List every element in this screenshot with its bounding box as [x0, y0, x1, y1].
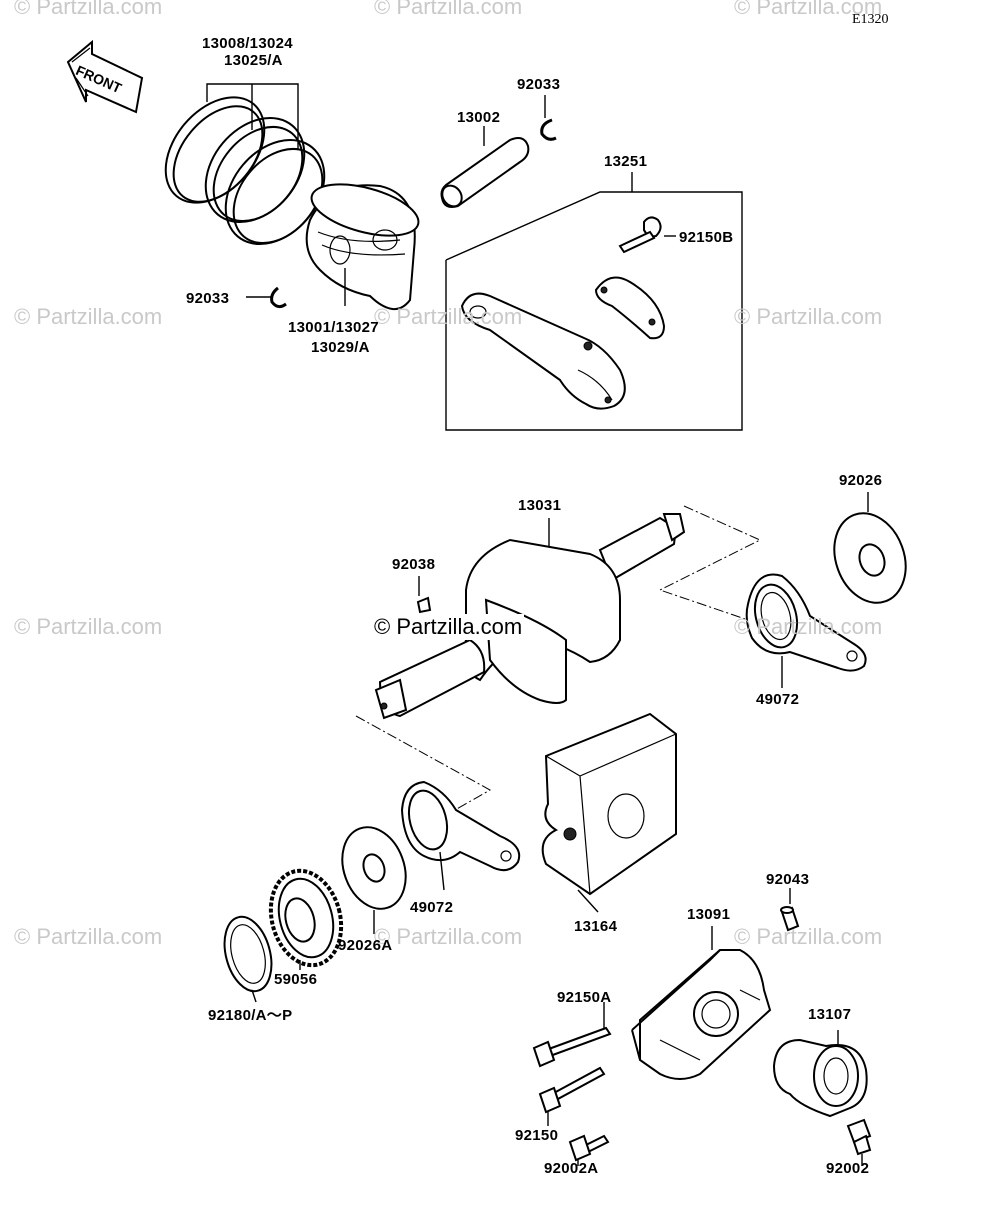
piston-rings [164, 83, 326, 245]
watermark: © Partzilla.com [734, 304, 883, 329]
dowel-pin [780, 888, 800, 932]
front-arrow-icon [66, 39, 144, 114]
part-label-dowel-pin[interactable]: 92043 [766, 871, 810, 888]
watermark: © Partzilla.com [734, 614, 883, 639]
watermark: © Partzilla.com [374, 0, 523, 19]
connecting-rod-box [445, 172, 743, 431]
part-label-snap-ring-left[interactable]: 92033 [186, 290, 230, 307]
part-label-piston-pin[interactable]: 13002 [457, 109, 501, 126]
part-label-piston[interactable]: 13001/13027 [288, 319, 379, 336]
watermark-center: © Partzilla.com [372, 614, 525, 640]
part-label-shim[interactable]: 92180/A～P [208, 1007, 293, 1024]
part-label-bearing-holder-right[interactable]: 49072 [756, 691, 800, 708]
watermark: © Partzilla.com [374, 304, 523, 329]
crankcase-block [541, 712, 677, 913]
part-label-cover[interactable]: 13091 [687, 906, 731, 923]
watermark: © Partzilla.com [14, 304, 163, 329]
watermark: © Partzilla.com [14, 614, 163, 639]
diagram-code: E1320 [852, 12, 889, 27]
part-label-bearing-holder-left[interactable]: 49072 [410, 899, 454, 916]
part-label-gear[interactable]: 59056 [274, 971, 318, 988]
part-label-rod-bolt[interactable]: 92150B [679, 229, 734, 246]
part-label-connecting-rod[interactable]: 13251 [604, 153, 648, 170]
bolt-medium [538, 1066, 606, 1126]
woodruff-key [416, 576, 432, 614]
gear [268, 868, 344, 970]
part-label-cap[interactable]: 13107 [808, 1006, 852, 1023]
part-label-bolt-medium[interactable]: 92150 [515, 1127, 559, 1144]
cap [772, 1030, 868, 1118]
watermark: © Partzilla.com [734, 924, 883, 949]
connecting-rod [460, 292, 626, 410]
shim [223, 915, 273, 1003]
bearing-holder-right [745, 573, 867, 688]
part-label-crankshaft[interactable]: 13031 [518, 497, 562, 514]
watermark: © Partzilla.com [374, 924, 523, 949]
part-label-snap-ring-top[interactable]: 92033 [517, 76, 561, 93]
washer-left [341, 826, 407, 934]
part-label-piston-rings[interactable]: 13008/13024 [202, 35, 293, 52]
snap-ring-top [540, 95, 557, 141]
washer-right [833, 492, 907, 604]
bolt-short-left [568, 1134, 610, 1166]
piston-pin [440, 126, 530, 208]
bolt-long [532, 1002, 612, 1068]
watermark: © Partzilla.com [14, 0, 163, 19]
part-label-piston-rings-2[interactable]: 13025/A [224, 52, 283, 69]
part-label-bolt-short-right[interactable]: 92002 [826, 1160, 870, 1177]
part-label-woodruff-key[interactable]: 92038 [392, 556, 436, 573]
part-label-piston-2[interactable]: 13029/A [311, 339, 370, 356]
rod-bolt [618, 216, 676, 254]
piston [305, 183, 420, 310]
watermark: © Partzilla.com [734, 0, 883, 19]
part-label-bolt-short-left[interactable]: 92002A [544, 1160, 599, 1177]
cover [631, 926, 772, 1080]
part-label-washer-left[interactable]: 92026A [338, 937, 393, 954]
crankshaft [374, 513, 686, 720]
part-label-crankcase-block[interactable]: 13164 [574, 918, 618, 935]
bolt-short-right [846, 1118, 872, 1166]
part-label-washer-right[interactable]: 92026 [839, 472, 883, 489]
rod-cap [594, 276, 666, 340]
bearing-holder-left [400, 780, 521, 891]
part-label-bolt-long[interactable]: 92150A [557, 989, 612, 1006]
snap-ring-left [246, 286, 287, 309]
watermark: © Partzilla.com [14, 924, 163, 949]
